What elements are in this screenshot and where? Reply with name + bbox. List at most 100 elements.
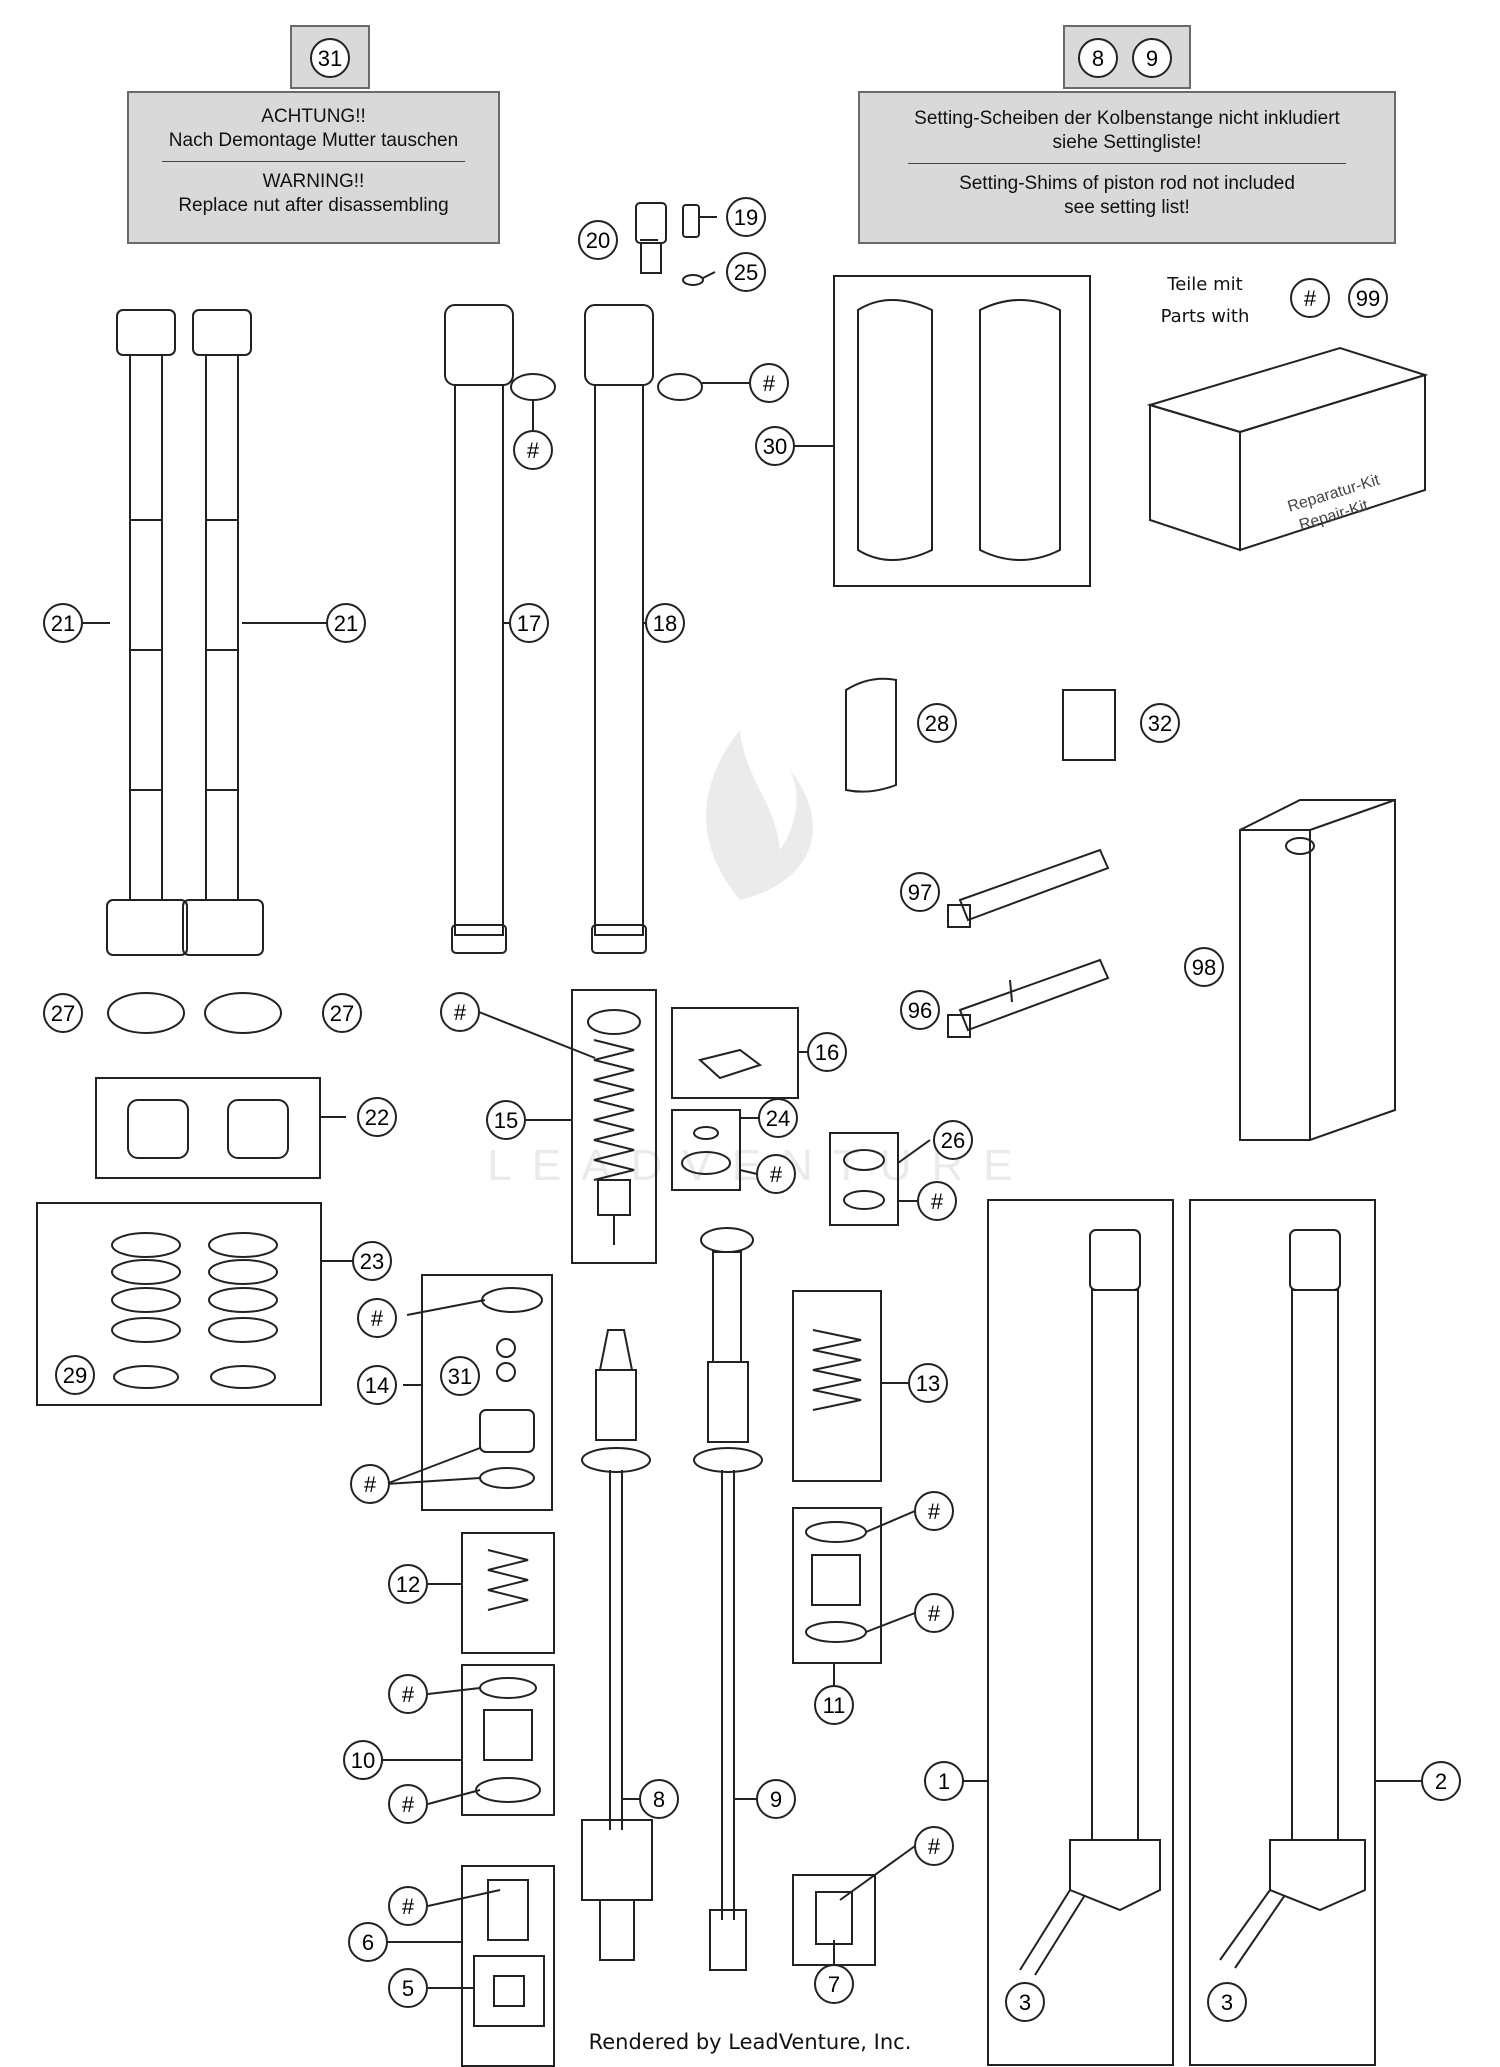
- svg-text:21: 21: [334, 611, 358, 636]
- spring-12: [487, 1549, 529, 1611]
- render-credit: Rendered by LeadVenture, Inc.: [588, 2030, 912, 2054]
- svg-text:#: #: [770, 1162, 783, 1187]
- valve-10-frame: [461, 1664, 555, 1816]
- callout-hash-18: #: [749, 363, 789, 403]
- valve-13-frame: [792, 1290, 882, 1482]
- callout-21-left: 21: [43, 603, 83, 643]
- svg-text:31: 31: [318, 46, 342, 71]
- o-ring-26: [843, 1190, 885, 1210]
- settings-note-line-1: Setting-Scheiben der Kolbenstange nicht …: [914, 108, 1340, 129]
- svg-text:15: 15: [494, 1108, 518, 1133]
- spring-12-frame: [461, 1532, 555, 1654]
- svg-text:19: 19: [734, 205, 758, 230]
- svg-text:#: #: [928, 1499, 941, 1524]
- svg-text:#: #: [763, 371, 776, 396]
- callout-hash-6: #: [388, 1886, 428, 1926]
- warning-note-line-3: WARNING!!: [262, 171, 365, 192]
- repair-kit-box: Reparatur-Kit Repair-Kit: [1146, 346, 1429, 552]
- settings-note-line-2: siehe Settingliste!: [1052, 132, 1202, 153]
- valve-14-ring: [479, 1467, 535, 1489]
- bushing-right: [227, 1099, 289, 1159]
- washer-24-frame: [671, 1109, 741, 1191]
- sticker-32: [1062, 689, 1116, 761]
- svg-text:#: #: [931, 1189, 944, 1214]
- callout-18: 18: [645, 603, 685, 643]
- valve-11-body: [811, 1554, 861, 1606]
- svg-text:24: 24: [766, 1106, 790, 1131]
- valve-7: [815, 1891, 853, 1945]
- callout-hash-17: #: [513, 430, 553, 470]
- callout-16: 16: [807, 1032, 847, 1072]
- nut-31-a: [496, 1338, 516, 1358]
- parts-with-line-1: Teile mit: [1166, 274, 1242, 295]
- callout-30: 30: [755, 426, 795, 466]
- cartridge-frame: [571, 989, 657, 1264]
- svg-text:20: 20: [586, 228, 610, 253]
- callouts: 21 21 17 18 # # 20 19 25 30 # 99 28 32 9…: [43, 197, 1461, 2022]
- callout-31-nut: 31: [440, 1356, 480, 1396]
- svg-text:6: 6: [362, 1930, 374, 1955]
- svg-text:28: 28: [925, 711, 949, 736]
- callout-hash-14-bottom: #: [350, 1464, 390, 1504]
- callout-13: 13: [908, 1363, 948, 1403]
- svg-text:29: 29: [63, 1363, 87, 1388]
- settings-note-tag-callouts: 8 9: [1078, 38, 1172, 78]
- clamp-ring-right: [204, 992, 282, 1034]
- callout-28: 28: [917, 703, 957, 743]
- callout-99: 99: [1348, 278, 1388, 318]
- o-ring-18: [657, 373, 703, 401]
- svg-text:#: #: [402, 1792, 415, 1817]
- callout-19: 19: [726, 197, 766, 237]
- svg-text:9: 9: [770, 1787, 782, 1812]
- svg-text:21: 21: [51, 611, 75, 636]
- callout-1: 1: [924, 1761, 964, 1801]
- valve-6-frame: [461, 1865, 555, 2067]
- screw-cap-20: [635, 202, 667, 274]
- warning-note-line-2: Nach Demontage Mutter tauschen: [168, 130, 459, 151]
- piston-rod-8: [581, 1329, 653, 1961]
- callout-hash-99: #: [1290, 278, 1330, 318]
- svg-text:18: 18: [653, 611, 677, 636]
- parts-with-line-2: Parts with: [1161, 306, 1250, 327]
- svg-text:32: 32: [1148, 711, 1172, 736]
- oil-can-98: [1239, 799, 1396, 1141]
- callout-11: 11: [814, 1685, 854, 1725]
- svg-text:11: 11: [823, 1693, 846, 1718]
- leader-lines: [82, 216, 1422, 1989]
- piston-rod-9: [693, 1227, 763, 1971]
- fork-leg-1-frame: [987, 1199, 1174, 2066]
- o-ring-17: [510, 373, 556, 401]
- fork-guards-frame: [833, 275, 1091, 587]
- grease-tube-96: [947, 958, 1110, 1038]
- warning-note-tag: [290, 25, 370, 89]
- hardware-16-frame: [671, 1007, 799, 1099]
- svg-text:27: 27: [51, 1001, 75, 1026]
- callout-22: 22: [357, 1097, 397, 1137]
- fork-leg-2-frame: [1189, 1199, 1376, 2066]
- callout-29: 29: [55, 1355, 95, 1395]
- callout-20: 20: [578, 220, 618, 260]
- part-5: [493, 1975, 525, 2007]
- svg-text:96: 96: [908, 998, 932, 1023]
- outer-tube-left: [106, 309, 188, 956]
- bracket-16: [697, 1048, 763, 1080]
- svg-text:17: 17: [517, 611, 541, 636]
- valve-11-top: [805, 1521, 867, 1543]
- callout-hash-11-bottom: #: [914, 1593, 954, 1633]
- callout-15: 15: [486, 1100, 526, 1140]
- callout-9: 9: [756, 1779, 796, 1819]
- callout-23: 23: [352, 1241, 392, 1281]
- svg-text:#: #: [402, 1894, 415, 1919]
- svg-text:3: 3: [1019, 1990, 1031, 2015]
- sticker-28: [845, 677, 897, 793]
- seal-stack-right: [208, 1232, 278, 1389]
- fork-leg-1: [1019, 1229, 1161, 1976]
- callout-hash-24: #: [756, 1154, 796, 1194]
- valve-11-ring: [805, 1621, 867, 1643]
- svg-text:9: 9: [1146, 46, 1158, 71]
- valve-14-top: [481, 1287, 543, 1313]
- callout-12: 12: [388, 1564, 428, 1604]
- valve-26: [843, 1149, 885, 1171]
- svg-text:16: 16: [815, 1040, 839, 1065]
